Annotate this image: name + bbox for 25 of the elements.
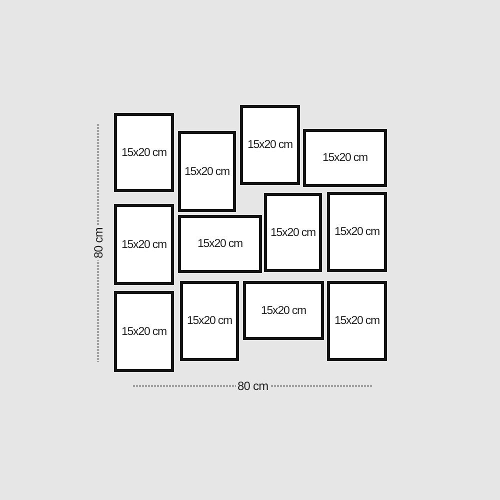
picture-frame — [178, 131, 236, 212]
size-text: 15x20 cm — [197, 238, 243, 250]
picture-frame — [114, 291, 174, 372]
picture-frame — [327, 192, 387, 272]
size-text: 15x20 cm — [121, 326, 167, 338]
size-text: 15x20 cm — [184, 166, 230, 178]
size-text: 15x20 cm — [334, 315, 380, 327]
size-text: 15x20 cm — [121, 238, 167, 250]
size-text: 15x20 cm — [121, 146, 167, 158]
picture-frame — [243, 281, 324, 340]
size-text: 15x20 cm — [186, 315, 232, 327]
picture-frame — [114, 113, 174, 192]
size-text: 15x20 cm — [247, 139, 293, 151]
size-text: 15x20 cm — [322, 152, 368, 164]
size-text: 15x20 cm — [270, 226, 316, 238]
size-text: 15x20 cm — [334, 226, 380, 238]
picture-frame — [327, 281, 387, 361]
picture-frame — [180, 281, 239, 361]
picture-frame — [240, 105, 300, 185]
picture-frame — [264, 193, 322, 272]
picture-frame — [114, 204, 174, 285]
picture-frame — [303, 129, 387, 187]
size-text: 15x20 cm — [260, 304, 306, 316]
dimension-label: 80 cm — [236, 379, 270, 393]
picture-frame — [178, 215, 262, 273]
